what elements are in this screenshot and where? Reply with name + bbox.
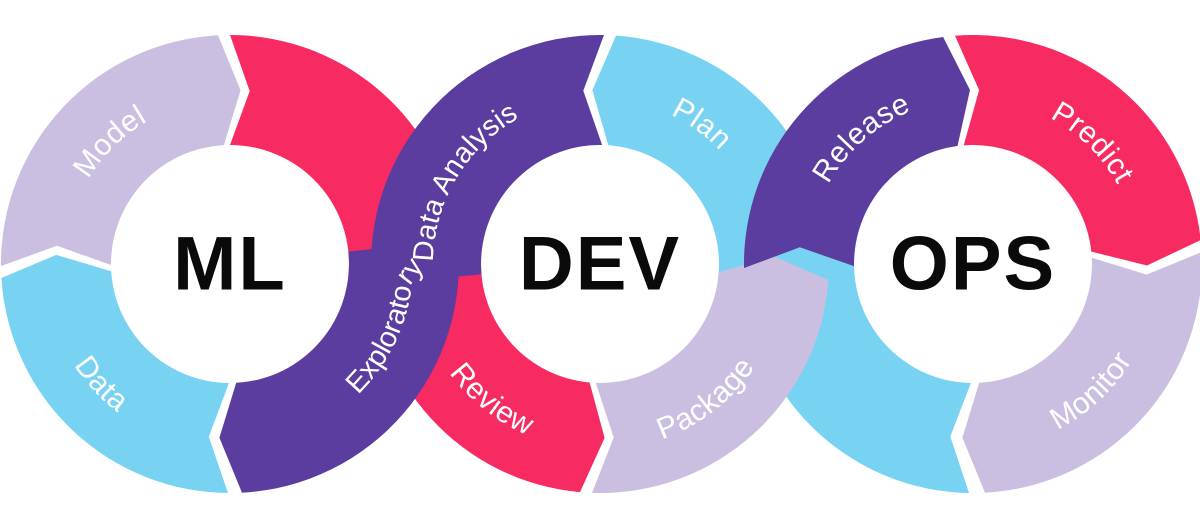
segment-eda-band-dev (371, 34, 604, 284)
ring-dev-center-disc (481, 145, 719, 383)
segment-package-band-dev (592, 256, 829, 494)
segment-eda-band-ml (219, 240, 459, 493)
ring-ml-title: ML (173, 222, 287, 307)
ring-dev-title: DEV (519, 222, 681, 307)
segment-model-band-ml (0, 35, 241, 266)
segment-monitor-band-ops (962, 252, 1200, 493)
ring-ops-title: OPS (890, 222, 1057, 307)
ring-ops-center-disc (854, 145, 1092, 383)
segment-data-band-ml (1, 254, 230, 493)
ring-ml-center-disc (111, 145, 349, 383)
segment-release-band-ops (743, 37, 970, 268)
segment-predict-band-ops (955, 35, 1200, 266)
